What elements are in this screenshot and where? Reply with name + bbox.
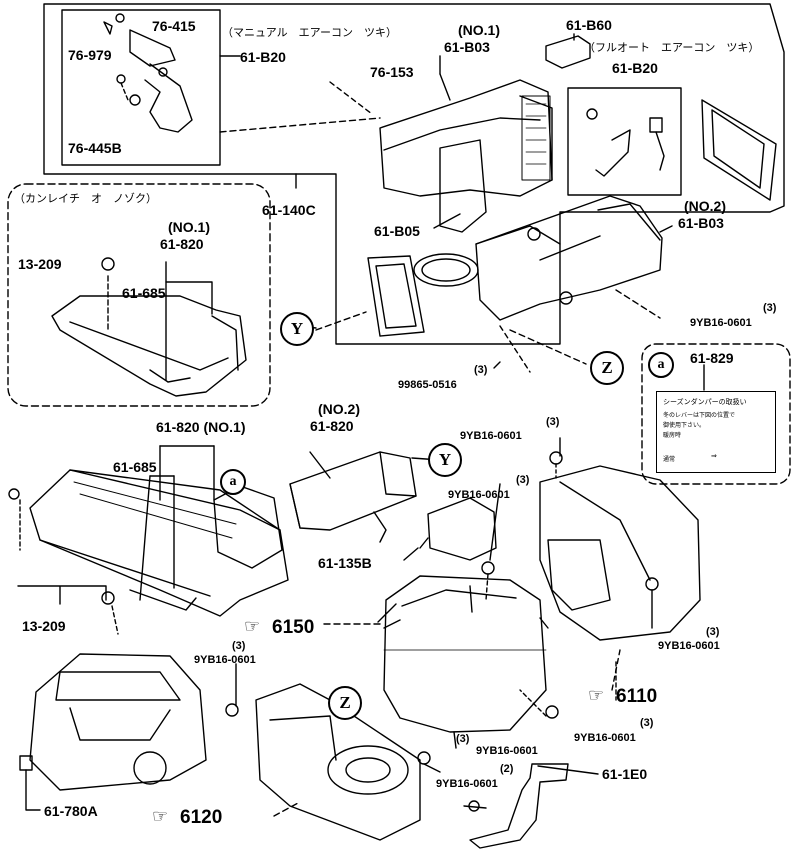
- label-qty3-g: (3): [640, 717, 654, 729]
- label-qty3-d: (3): [516, 474, 530, 486]
- label-13-209-top: 13-209: [18, 256, 62, 272]
- detail-box-manual-ac: [61, 9, 221, 166]
- notice-title: シーズンダンパーの取扱い: [663, 398, 747, 406]
- duct-b03-no1: [379, 79, 553, 197]
- heater-case-6110: [539, 465, 701, 641]
- label-61-b20-manual: 61-B20: [240, 49, 286, 65]
- label-61-820-top: 61-820: [160, 236, 204, 252]
- label-61-140c: 61-140C: [262, 202, 316, 218]
- label-qty2-i: (2): [500, 763, 514, 775]
- label-76-445b: 76-445B: [68, 140, 122, 156]
- label-61-b05: 61-B05: [374, 223, 420, 239]
- label-no2-b03: (NO.2): [684, 198, 726, 214]
- label-9yb-a: 9YB16-0601: [690, 317, 752, 329]
- detail-box-cold-area: [7, 183, 271, 407]
- label-no2-820: (NO.2): [318, 401, 360, 417]
- label-qty3-f: (3): [706, 626, 720, 638]
- pointing-hand-icon-6110: ☞: [588, 685, 605, 706]
- label-99865: 99865-0516: [398, 379, 457, 391]
- label-detail-box: [641, 343, 791, 485]
- caution-label-61-829: シーズンダンパーの取扱い 冬のレバーは下図の位置で 御使用下さい。 暖房時 通常…: [656, 391, 776, 473]
- reference-circle-y: Y: [428, 443, 462, 477]
- label-9yb-i: 9YB16-0601: [436, 778, 498, 790]
- note-auto-ac: （フルオート エアーコン ツキ）: [584, 41, 760, 54]
- label-13-209-mid: 13-209: [22, 618, 66, 634]
- label-9yb-e: 9YB16-0601: [194, 654, 256, 666]
- detail-box-auto-ac: [567, 87, 682, 196]
- label-61-820-no1: 61-820 (NO.1): [156, 419, 246, 435]
- label-9yb-f: 9YB16-0601: [658, 640, 720, 652]
- label-61-b03-no2: 61-B03: [678, 215, 724, 231]
- vehicle-front: [29, 653, 207, 791]
- label-61-b60: 61-B60: [566, 17, 612, 33]
- label-no1-820-top: (NO.1): [168, 219, 210, 235]
- notice-line2: 御使用下さい。: [663, 422, 706, 429]
- pointing-hand-icon-6120: ☞: [152, 806, 169, 827]
- label-76-979: 76-979: [68, 47, 112, 63]
- label-61-685-top: 61-685: [122, 285, 166, 301]
- label-61-829: 61-829: [690, 350, 734, 366]
- duct-61-820-detail: [51, 295, 247, 397]
- notice-line3: 暖房時: [663, 432, 682, 439]
- ring-gasket: [413, 253, 479, 287]
- reference-6120[interactable]: 6120: [180, 807, 223, 828]
- label-61-685-mid: 61-685: [113, 459, 157, 475]
- label-qty3-c: (3): [546, 416, 560, 428]
- label-76-415: 76-415: [152, 18, 196, 34]
- label-61-820-no2: 61-820: [310, 418, 354, 434]
- label-61-780a: 61-780A: [44, 803, 98, 819]
- label-61-135b: 61-135B: [318, 555, 372, 571]
- heater-unit: [383, 575, 547, 733]
- cover-61-135b: [427, 497, 497, 561]
- notice-arrow-icon: ⇒: [711, 452, 717, 460]
- label-61-1e0: 61-1E0: [602, 766, 648, 782]
- reference-circle-a-label: a: [648, 352, 674, 378]
- reference-6110[interactable]: 6110: [616, 686, 658, 707]
- reference-circle-y-top: Y: [280, 312, 314, 346]
- notice-line1: 冬のレバーは下図の位置で: [663, 412, 736, 419]
- notice-line4: 通常: [663, 456, 676, 463]
- note-manual-ac: （マニュアル エアーコン ツキ）: [222, 26, 398, 39]
- label-9yb-d: 9YB16-0601: [448, 489, 510, 501]
- pointing-hand-icon-6150: ☞: [244, 616, 261, 637]
- label-no1-b03: (NO.1): [458, 22, 500, 38]
- reference-circle-z-top: Z: [590, 351, 624, 385]
- blower-fan: [327, 745, 409, 795]
- reference-circle-z: Z: [328, 686, 362, 720]
- label-qty3-a: (3): [763, 302, 777, 314]
- blower-case-6120: [255, 683, 421, 841]
- reference-6150[interactable]: 6150: [272, 617, 315, 638]
- label-61-b20-auto: 61-B20: [612, 60, 658, 76]
- duct-61-820-no1: [29, 469, 289, 617]
- bracket-61-1e0: [469, 763, 569, 849]
- duct-b03-no2: [475, 195, 663, 321]
- gasket-y: [367, 255, 425, 337]
- label-61-b03-no1: 61-B03: [444, 39, 490, 55]
- label-9yb-h: 9YB16-0601: [476, 745, 538, 757]
- label-qty3-b: (3): [474, 364, 488, 376]
- label-76-153: 76-153: [370, 64, 414, 80]
- gasket-right: [701, 99, 777, 201]
- duct-61-820-no2: [289, 451, 417, 531]
- note-cold-area: （カンレイチ オ ノゾク）: [14, 192, 157, 205]
- assembly-outline-61-140c: [43, 3, 785, 345]
- label-9yb-c: 9YB16-0601: [460, 430, 522, 442]
- reference-circle-a: a: [220, 469, 246, 495]
- label-qty3-h: (3): [456, 733, 470, 745]
- label-9yb-g: 9YB16-0601: [574, 732, 636, 744]
- label-qty3-e: (3): [232, 640, 246, 652]
